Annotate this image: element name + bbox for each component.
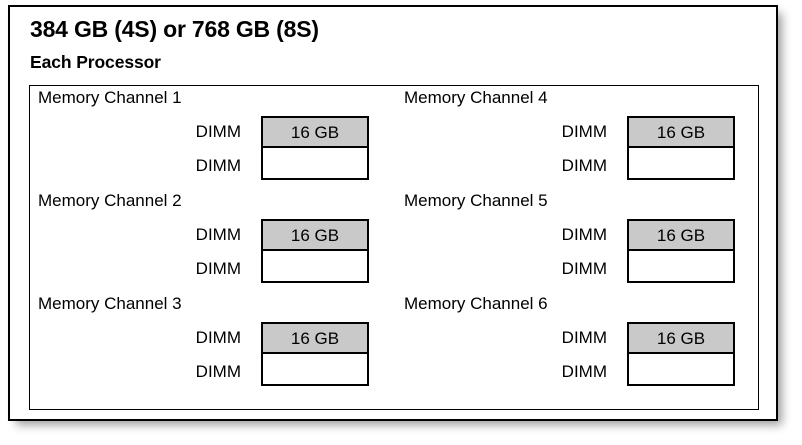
dimm-slot-stack: 16 GB [627, 116, 735, 180]
memory-channel-block: Memory Channel 6 DIMM DIMM 16 GB [400, 294, 740, 397]
memory-population-card: 384 GB (4S) or 768 GB (8S) Each Processo… [8, 5, 778, 421]
memory-channel-block: Memory Channel 4 DIMM DIMM 16 GB [400, 88, 740, 191]
memory-channel-title: Memory Channel 1 [38, 88, 182, 107]
dimm-slot-label: DIMM [195, 225, 241, 244]
dimm-slot-label: DIMM [195, 156, 241, 175]
dimm-slot-label: DIMM [561, 156, 607, 175]
dimm-slot-empty [263, 251, 367, 281]
page-subtitle: Each Processor [30, 52, 161, 72]
memory-channel-title: Memory Channel 4 [404, 88, 548, 107]
dimm-slot-populated: 16 GB [629, 118, 733, 148]
memory-channel-title: Memory Channel 5 [404, 191, 548, 210]
memory-channel-block: Memory Channel 1 DIMM DIMM 16 GB [34, 88, 374, 191]
memory-channel-block: Memory Channel 5 DIMM DIMM 16 GB [400, 191, 740, 294]
dimm-slot-label: DIMM [561, 362, 607, 381]
dimm-slot-stack: 16 GB [261, 116, 369, 180]
channel-column-left: Memory Channel 1 DIMM DIMM 16 GB Memory … [34, 86, 374, 409]
dimm-slot-stack: 16 GB [627, 322, 735, 386]
dimm-slot-empty [263, 354, 367, 384]
channel-column-right: Memory Channel 4 DIMM DIMM 16 GB Memory … [400, 86, 740, 409]
dimm-slot-populated: 16 GB [263, 324, 367, 354]
dimm-slot-label: DIMM [195, 328, 241, 347]
dimm-slot-populated: 16 GB [629, 221, 733, 251]
dimm-slot-empty [263, 148, 367, 178]
dimm-slot-populated: 16 GB [263, 221, 367, 251]
dimm-slot-label: DIMM [561, 225, 607, 244]
dimm-slot-populated: 16 GB [629, 324, 733, 354]
dimm-slot-populated: 16 GB [263, 118, 367, 148]
dimm-slot-label: DIMM [561, 328, 607, 347]
dimm-slot-empty [629, 148, 733, 178]
channel-columns: Memory Channel 1 DIMM DIMM 16 GB Memory … [30, 86, 758, 409]
dimm-slot-label: DIMM [561, 259, 607, 278]
dimm-slot-empty [629, 354, 733, 384]
memory-channel-block: Memory Channel 3 DIMM DIMM 16 GB [34, 294, 374, 397]
memory-channel-title: Memory Channel 2 [38, 191, 182, 210]
dimm-slot-stack: 16 GB [627, 219, 735, 283]
memory-channel-block: Memory Channel 2 DIMM DIMM 16 GB [34, 191, 374, 294]
dimm-slot-label: DIMM [195, 122, 241, 141]
dimm-slot-stack: 16 GB [261, 219, 369, 283]
dimm-slot-label: DIMM [195, 259, 241, 278]
dimm-slot-stack: 16 GB [261, 322, 369, 386]
memory-channels-panel: Memory Channel 1 DIMM DIMM 16 GB Memory … [29, 85, 759, 410]
dimm-slot-label: DIMM [561, 122, 607, 141]
dimm-slot-empty [629, 251, 733, 281]
memory-channel-title: Memory Channel 6 [404, 294, 548, 313]
memory-channel-title: Memory Channel 3 [38, 294, 182, 313]
page-title: 384 GB (4S) or 768 GB (8S) [30, 16, 319, 42]
dimm-slot-label: DIMM [195, 362, 241, 381]
